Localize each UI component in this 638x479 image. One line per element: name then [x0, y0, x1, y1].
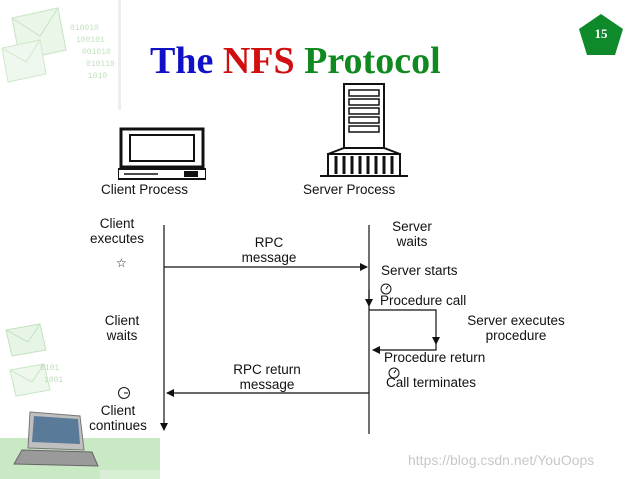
rpc-message-line1: RPC	[254, 235, 284, 250]
rpc-message-line2: message	[241, 250, 297, 265]
star-icon: ☆	[116, 256, 127, 270]
server-waits-label: Server waits	[372, 219, 452, 249]
rpc-return-line1: RPC return	[233, 362, 301, 377]
pentagon-shape	[579, 14, 623, 55]
laptop-envelope-decoration: 0101 1001	[0, 323, 160, 479]
procedure-call-label: Procedure call	[380, 293, 467, 308]
svg-text:100101: 100101	[76, 36, 105, 45]
title-word-the: The	[150, 40, 214, 82]
title-word-nfs: NFS	[222, 40, 295, 82]
rpc-return-line2: message	[239, 377, 295, 392]
server-waits-line1: Server	[392, 219, 432, 234]
svg-text:001010: 001010	[82, 48, 111, 57]
envelope-binary-decoration: 010010 100101 001010 010110 1010	[0, 0, 130, 110]
client-waits-line2: waits	[106, 328, 138, 343]
client-waits-label: Client waits	[82, 313, 162, 343]
slide-number-badge: 15	[577, 13, 625, 57]
client-executes-line1: Client	[99, 216, 135, 231]
rpc-return-message-label: RPC return message	[212, 362, 322, 392]
client-executes-line2: executes	[89, 231, 145, 246]
svg-text:1001: 1001	[44, 376, 63, 385]
server-starts-label: Server starts	[381, 263, 458, 278]
svg-text:1010: 1010	[88, 72, 107, 81]
server-process-label: Server Process	[303, 182, 396, 197]
server-executes-procedure-label: Server executes procedure	[444, 313, 588, 343]
server-executes-line2: procedure	[485, 328, 547, 343]
client-continues-line1: Client	[100, 403, 136, 418]
procedure-call-branch	[369, 309, 440, 345]
watermark-url: https://blog.csdn.net/YouOops	[408, 452, 595, 468]
server-executes-line1: Server executes	[467, 313, 565, 328]
client-waits-line1: Client	[104, 313, 140, 328]
svg-text:0101: 0101	[40, 364, 59, 373]
client-executes-label: Client executes	[74, 216, 160, 246]
procedure-return-branch	[372, 344, 437, 354]
server-tower-icon	[320, 83, 408, 177]
svg-text:010110: 010110	[86, 60, 115, 69]
client-continues-line2: continues	[89, 418, 147, 433]
client-continues-label: Client continues	[74, 403, 162, 433]
procedure-return-label: Procedure return	[384, 350, 486, 365]
slide-title: The NFS Protocol	[150, 38, 510, 84]
rpc-message-label: RPC message	[219, 235, 319, 265]
call-terminates-label: Call terminates	[386, 375, 477, 390]
server-waits-line2: waits	[396, 234, 428, 249]
client-process-label: Client Process	[101, 182, 189, 197]
slide-number: 15	[594, 26, 608, 41]
client-computer-icon	[118, 127, 206, 180]
svg-text:010010: 010010	[70, 24, 99, 33]
title-word-protocol: Protocol	[304, 40, 441, 82]
